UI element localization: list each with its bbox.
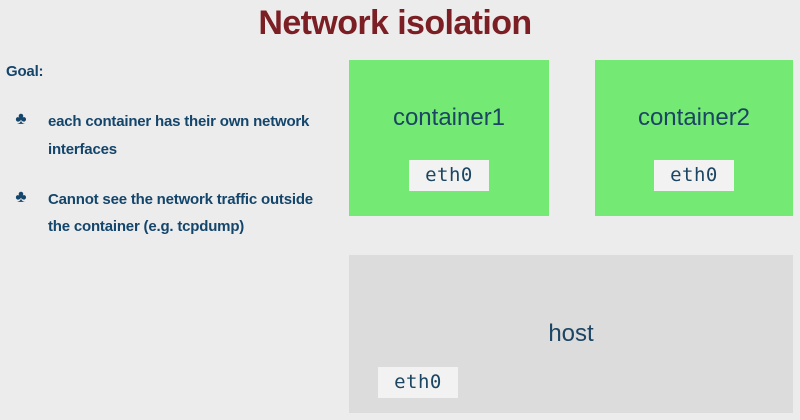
container1-label: container1 xyxy=(392,104,506,131)
container1-box: container1 eth0 xyxy=(349,60,549,216)
container1-eth0-chip: eth0 xyxy=(409,160,489,191)
host-label: host xyxy=(548,320,594,347)
clover-bullet-icon: ♣ xyxy=(15,109,27,128)
host-box: host eth0 xyxy=(349,255,793,413)
host-eth0-chip: eth0 xyxy=(378,367,458,398)
goal-bullet-list: ♣ each container has their own network i… xyxy=(6,108,326,263)
page-title: Network isolation xyxy=(258,4,532,42)
list-item-label: Cannot see the network traffic outside t… xyxy=(48,190,313,236)
list-item: ♣ each container has their own network i… xyxy=(6,108,326,164)
goal-heading: Goal: xyxy=(6,63,44,80)
list-item-label: each container has their own network int… xyxy=(48,113,310,158)
list-item: ♣ Cannot see the network traffic outside… xyxy=(6,186,326,242)
container2-box: container2 eth0 xyxy=(595,60,793,216)
container2-label: container2 xyxy=(637,104,751,131)
container2-eth0-chip: eth0 xyxy=(654,160,734,191)
clover-bullet-icon: ♣ xyxy=(15,186,27,206)
